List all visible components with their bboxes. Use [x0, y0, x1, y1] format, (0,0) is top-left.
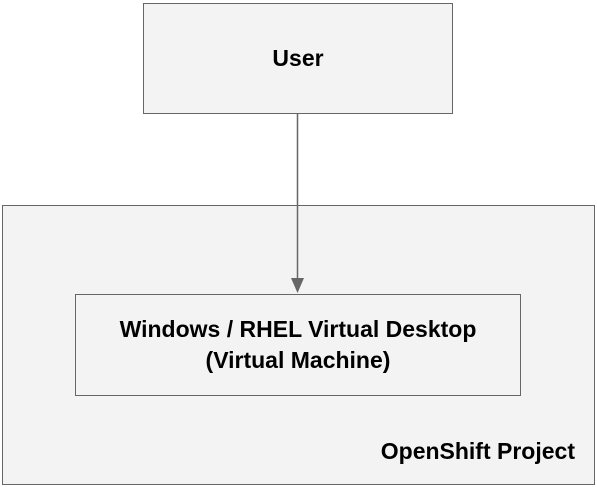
virtual-desktop-node: Windows / RHEL Virtual Desktop (Virtual …	[75, 294, 521, 396]
virtual-machine-subtitle: (Virtual Machine)	[205, 347, 391, 373]
user-node-label: User	[272, 45, 324, 71]
openshift-project-label: OpenShift Project	[380, 438, 575, 464]
virtual-desktop-title: Windows / RHEL Virtual Desktop	[119, 316, 477, 342]
user-node: User	[143, 3, 453, 114]
